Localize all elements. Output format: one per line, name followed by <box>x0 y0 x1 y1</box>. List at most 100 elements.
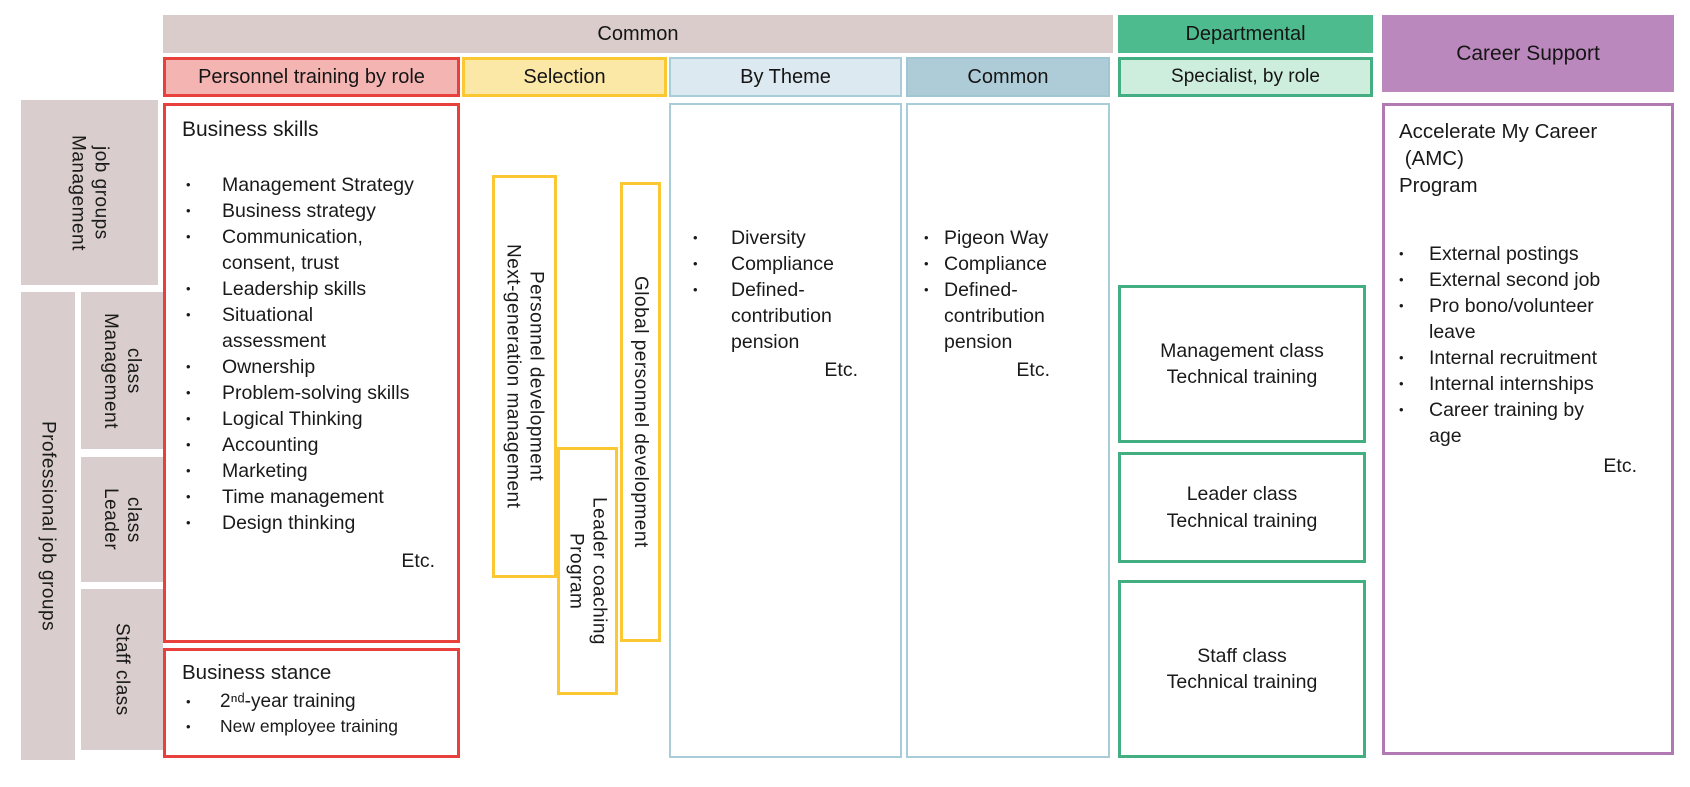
etc-label: Etc. <box>401 550 435 572</box>
bullet-text: Leadership skills <box>222 278 367 300</box>
header-career-support: Career Support <box>1382 15 1674 92</box>
business-skills-list: • Management Strategy•Business strategy • C… <box>166 172 457 536</box>
business-stance-list: •2ⁿᵈ-year training•New employee training <box>166 689 457 739</box>
by-theme-list: •Diversity•Compliance•Defined- contribut… <box>671 105 900 355</box>
career-support-item: • Pro bono/volunteer leave <box>1385 293 1671 345</box>
professional-job-groups-label: Professional job groups <box>36 421 59 631</box>
bullet-marker: • <box>924 230 929 245</box>
common-themes-list: • Pigeon Way•Compliance•Defined- contribu… <box>908 105 1108 355</box>
header-personnel-training-by-role: Personnel training by role <box>163 57 460 97</box>
bullet-text: Internal internships <box>1429 373 1594 396</box>
global-personnel-development-box: Global personnel development <box>620 182 661 642</box>
vertical-text-line: Program <box>565 532 587 610</box>
bullet-text: Design thinking <box>222 512 356 534</box>
header-by-theme: By Theme <box>669 57 902 97</box>
business-skill-item: • Communication, consent, trust <box>166 224 457 276</box>
bullet-text: Communication, consent, trust <box>222 226 363 274</box>
career-support-box: Accelerate My Career (AMC) Program •Exte… <box>1382 103 1674 755</box>
career-support-item: •Internal recruitment <box>1385 345 1671 371</box>
bullet-marker: • <box>693 282 698 297</box>
career-support-item: •Career training by age <box>1385 397 1671 449</box>
business-skills-box: Business skills • Management Strategy•Bus… <box>163 103 460 643</box>
business-skill-item: • Accounting <box>166 432 457 458</box>
bullet-text: Ownership <box>222 356 316 378</box>
common-theme-item: • Pigeon Way <box>908 225 1108 251</box>
business-skill-item: •Business strategy <box>166 198 457 224</box>
vertical-text-line: Leader <box>100 488 121 551</box>
vertical-text-line: Management <box>67 134 89 251</box>
staff-class-label: Staff class <box>110 623 133 716</box>
common-theme-item: •Defined- contribution pension <box>908 277 1108 355</box>
management-class-technical-training-label: Management class Technical training <box>1160 339 1324 388</box>
career-program-title: Accelerate My Career (AMC) Program <box>1399 120 1598 198</box>
business-stance-title: Business stance <box>182 661 332 684</box>
common-theme-item: •Compliance <box>908 251 1108 277</box>
etc-label: Etc. <box>1016 359 1050 381</box>
vertical-text-line: job groups <box>90 145 112 240</box>
business-skill-item: •Logical Thinking <box>166 406 457 432</box>
bullet-marker: • <box>186 177 191 192</box>
etc-label: Etc. <box>824 359 858 381</box>
business-skill-item: • Design thinking <box>166 510 457 536</box>
leader-class-technical-training-box: Leader class Technical training <box>1118 452 1366 563</box>
common-themes-box: • Pigeon Way•Compliance•Defined- contribu… <box>906 103 1110 758</box>
vertical-text-line: class <box>123 347 145 394</box>
bullet-marker: • <box>186 307 191 322</box>
bullet-text: External second job <box>1429 269 1601 292</box>
by-theme-box: •Diversity•Compliance•Defined- contribut… <box>669 103 902 758</box>
business-stance-item: •New employee training <box>166 714 457 739</box>
global-personnel-development-label: Global personnel development <box>629 276 652 548</box>
header-selection: Selection <box>462 57 667 97</box>
vertical-text-line: class <box>123 496 145 543</box>
bullet-marker: • <box>186 437 191 452</box>
staff-class-technical-training-label: Staff class Technical training <box>1166 644 1318 693</box>
header-common-sub: Common <box>906 57 1110 97</box>
bullet-marker: • <box>1399 246 1404 262</box>
bullet-marker: • <box>186 359 191 374</box>
bullet-text: Situational assessment <box>222 304 327 352</box>
bullet-text: Pigeon Way <box>944 227 1049 249</box>
bullet-marker: • <box>186 411 191 426</box>
bullet-text: Compliance <box>731 253 834 275</box>
sidebar-staff-class: Staff class <box>81 589 163 750</box>
bullet-marker: • <box>186 229 191 244</box>
business-skill-item: • Situational assessment <box>166 302 457 354</box>
vertical-text-line: Global personnel development <box>630 276 652 548</box>
career-support-item: •External postings <box>1385 241 1671 267</box>
bullet-marker: • <box>186 719 191 734</box>
leader-class-technical-training-label: Leader class Technical training <box>1166 483 1318 532</box>
bullet-marker: • <box>1399 272 1404 288</box>
bullet-text: Accounting <box>222 434 319 456</box>
bullet-marker: • <box>693 230 698 245</box>
bullet-text: Pro bono/volunteer leave <box>1429 295 1594 344</box>
bullet-text: Defined- contribution pension <box>944 279 1045 353</box>
bullet-marker: • <box>1399 376 1404 392</box>
business-skills-title: Business skills <box>182 118 319 141</box>
header-departmental: Departmental <box>1118 15 1373 53</box>
etc-label: Etc. <box>1603 455 1637 478</box>
business-skill-item: • Ownership <box>166 354 457 380</box>
business-skill-item: • Management Strategy <box>166 172 457 198</box>
vertical-text-line: Next-generation management <box>502 244 524 509</box>
bullet-marker: • <box>1399 402 1404 418</box>
business-skill-item: •Leadership skills <box>166 276 457 302</box>
by-theme-item: •Defined- contribution pension <box>671 277 900 355</box>
vertical-text-line: Professional job groups <box>37 420 59 632</box>
bullet-text: Management Strategy <box>222 174 414 196</box>
bullet-text: Marketing <box>222 460 308 482</box>
bullet-marker: • <box>186 515 191 530</box>
vertical-text-line: Management <box>100 312 121 429</box>
bullet-text: Internal recruitment <box>1429 347 1597 370</box>
header-specialist-by-role: Specialist, by role <box>1118 57 1373 97</box>
business-skill-item: •Marketing <box>166 458 457 484</box>
bullet-marker: • <box>1399 298 1404 314</box>
